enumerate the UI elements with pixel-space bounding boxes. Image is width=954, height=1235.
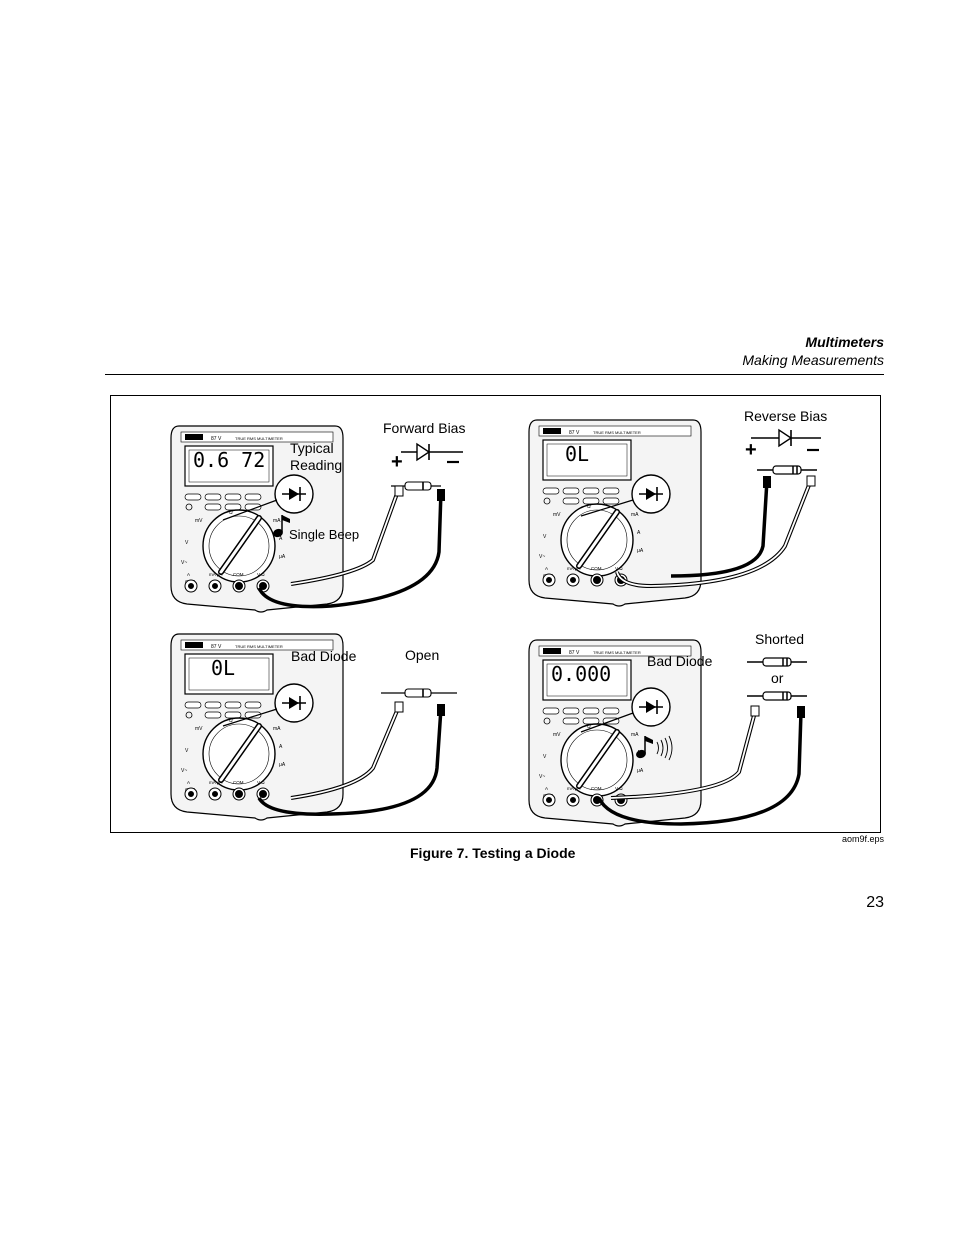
figure-box: 87 V TRUE RMS MULTIMETER — [110, 395, 881, 833]
panel-bad-diode-shorted — [529, 640, 808, 826]
bias-symbol-2: + — [745, 428, 821, 461]
header-title: Multimeters — [805, 334, 884, 350]
bad-diode-label-2: Bad Diode — [647, 653, 713, 669]
lcd-readout-2: 0L — [565, 442, 589, 466]
reverse-bias-label: Reverse Bias — [744, 408, 828, 424]
bias-symbol-1: + — [391, 442, 463, 473]
typical-reading-label: Typical Reading — [290, 440, 343, 473]
svg-text:+: + — [745, 439, 757, 461]
header-subtitle: Making Measurements — [742, 352, 884, 368]
shorted-diode-component-b — [746, 691, 808, 701]
sound-waves-icon — [656, 735, 673, 761]
svg-text:+: + — [391, 451, 403, 473]
single-beep-label: Single Beep — [289, 527, 360, 542]
lcd-readout-1: 0.6 72 — [193, 448, 265, 472]
bad-diode-label-1: Bad Diode — [291, 648, 357, 664]
diode-function-icon-1 — [274, 474, 314, 514]
page-number: 23 — [866, 894, 884, 911]
lcd-readout-3: 0L — [211, 656, 235, 680]
diode-component-2 — [756, 465, 818, 475]
multimeter-2 — [529, 420, 701, 606]
diode-figure-svg: 87 V TRUE RMS MULTIMETER — [111, 396, 821, 832]
panel-forward-bias: + — [171, 426, 463, 612]
open-label: Open — [405, 647, 440, 663]
figure-caption: Figure 7. Testing a Diode — [410, 845, 576, 861]
forward-bias-label: Forward Bias — [383, 420, 466, 436]
panel-reverse-bias: + — [529, 420, 821, 606]
shorted-diode-component-a — [746, 657, 808, 667]
diode-function-icon-2 — [631, 474, 671, 514]
diode-function-icon-3 — [274, 683, 314, 723]
figure-file-ref: aom9f.eps — [841, 834, 884, 844]
shorted-label: Shorted — [755, 631, 805, 647]
diode-function-icon-4 — [631, 687, 671, 727]
lcd-readout-4: 0.000 — [551, 662, 611, 686]
or-label: or — [771, 670, 784, 686]
header-rule — [105, 374, 884, 375]
diode-component-3 — [381, 688, 457, 698]
panel-bad-diode-open — [171, 634, 457, 820]
